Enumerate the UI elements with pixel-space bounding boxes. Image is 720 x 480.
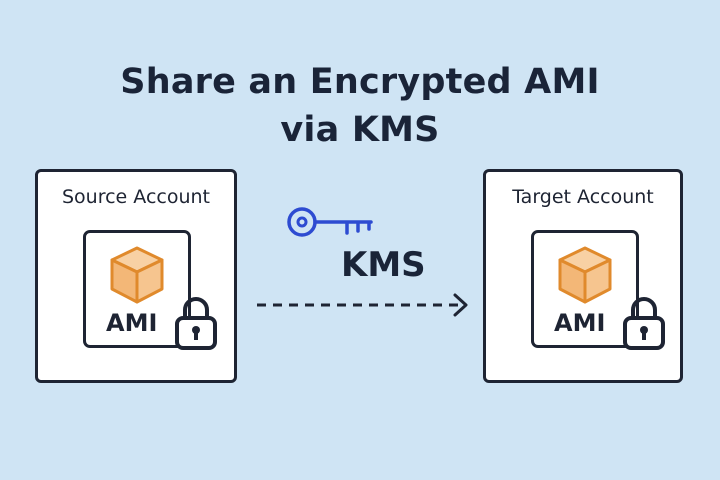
key-icon xyxy=(287,207,373,237)
target-ami-label: AMI xyxy=(554,309,606,337)
target-account-label: Target Account xyxy=(512,186,654,208)
source-account-box: Source Account AMI xyxy=(35,169,237,383)
source-ami-card: AMI xyxy=(83,230,217,350)
source-ami-label: AMI xyxy=(106,309,158,337)
dashed-arrow xyxy=(257,293,468,317)
target-ami-card: AMI xyxy=(531,230,665,350)
title-line-2: via KMS xyxy=(280,110,440,150)
diagram-title: Share an Encrypted AMI via KMS xyxy=(0,58,720,154)
target-account-box: Target Account AMI xyxy=(483,169,683,383)
cube-icon xyxy=(558,246,612,304)
lock-icon xyxy=(623,297,665,350)
cube-icon xyxy=(110,246,164,304)
kms-label: KMS xyxy=(341,245,426,285)
title-line-1: Share an Encrypted AMI xyxy=(120,62,600,102)
lock-icon xyxy=(175,297,217,350)
source-account-label: Source Account xyxy=(61,186,210,208)
